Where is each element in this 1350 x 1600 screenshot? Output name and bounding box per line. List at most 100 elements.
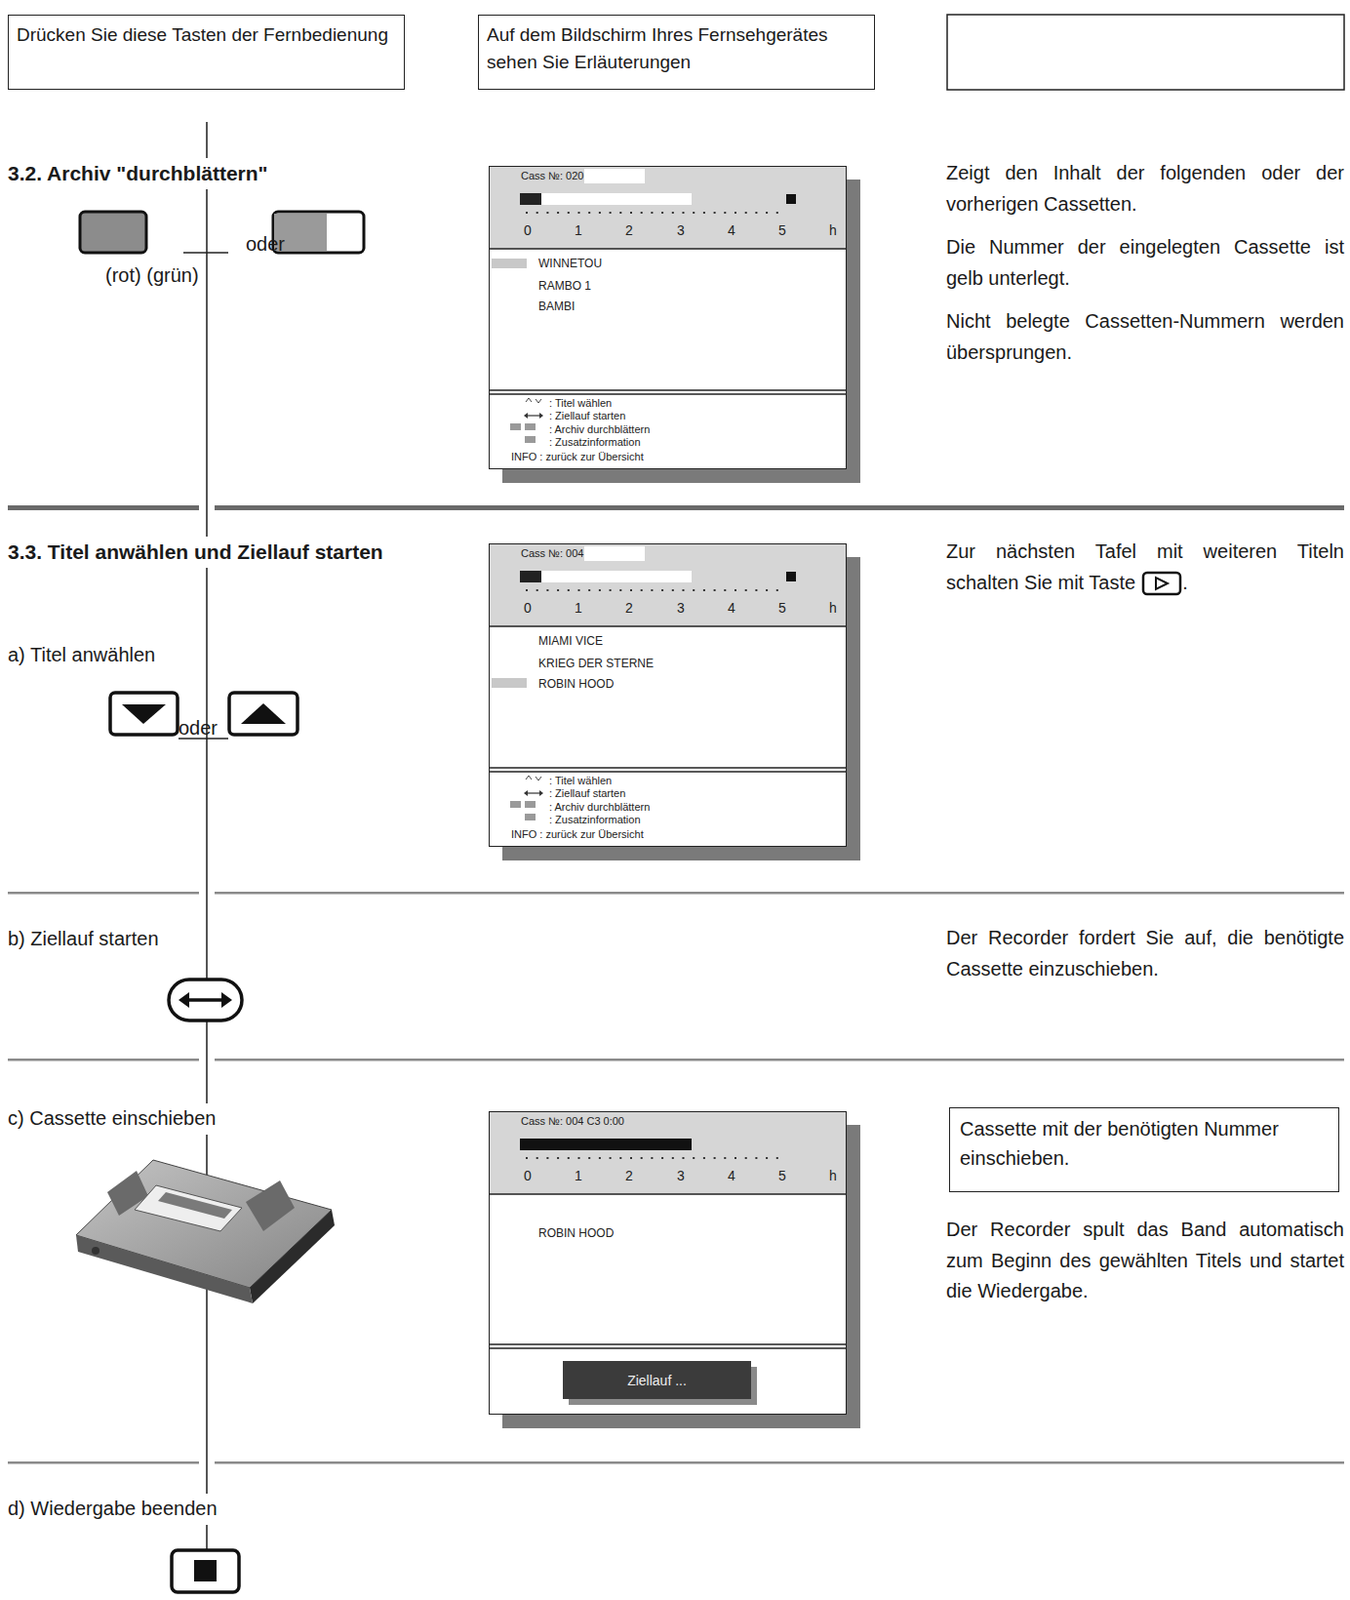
title-entry: ROBIN HOOD bbox=[538, 676, 614, 691]
help-line: INFO : zurück zur Übersicht bbox=[511, 828, 644, 841]
box-text: Auf dem Bildschirm Ihres Fernsehgerätes … bbox=[486, 21, 867, 77]
graphic-part bbox=[273, 211, 364, 253]
graphic-part bbox=[519, 570, 692, 583]
empty-header-box bbox=[947, 14, 1345, 90]
step-heading: c) Cassette einschieben bbox=[7, 1103, 222, 1135]
graphic-part bbox=[519, 193, 692, 205]
graphic-part bbox=[178, 992, 190, 1008]
help-line: : Zusatzinformation bbox=[549, 436, 641, 449]
graphic-part bbox=[183, 997, 228, 1002]
axis-tick: 2 bbox=[625, 222, 634, 239]
help-line: : Archiv durchblättern bbox=[549, 423, 650, 437]
graphic-part bbox=[488, 766, 847, 769]
step-heading: b) Ziellauf starten bbox=[7, 923, 165, 955]
header-box: Drücken Sie diese Tasten der Fernbedienu… bbox=[7, 14, 405, 90]
axis-tick: 5 bbox=[778, 222, 787, 239]
graphic-part bbox=[523, 412, 528, 419]
graphic-part bbox=[76, 1234, 253, 1304]
graphic-part bbox=[524, 813, 536, 821]
help-line: : Titel wählen bbox=[549, 774, 612, 788]
graphic-part bbox=[229, 692, 298, 735]
title-entry: RAMBO 1 bbox=[538, 278, 592, 293]
graphic-part bbox=[524, 423, 536, 431]
instruction-text: Zur nächsten Tafel mit weiteren Titeln s… bbox=[946, 536, 1345, 598]
axis-tick: h bbox=[829, 1167, 837, 1184]
title-entry: BAMBI bbox=[538, 299, 575, 314]
axis-tick: 1 bbox=[574, 222, 583, 239]
graphic-part bbox=[786, 194, 796, 204]
graphic-part bbox=[245, 1180, 295, 1231]
graphic-part bbox=[525, 414, 542, 416]
help-line: : Titel wählen bbox=[549, 397, 612, 410]
step-heading: d) Wiedergabe beenden bbox=[7, 1493, 224, 1525]
graphic-part bbox=[535, 776, 542, 781]
graphic-part bbox=[525, 1156, 782, 1159]
graphic-part bbox=[535, 398, 542, 403]
graphic-part bbox=[91, 1246, 100, 1255]
tv-screen: Cass №: 004012345hMIAMI VICEKRIEG DER ST… bbox=[488, 543, 847, 847]
section-heading: 3.3. Titel anwählen und Ziellauf starten bbox=[7, 536, 414, 568]
tv-screen: Cass №: 020012345hWINNETOURAMBO 1BAMBI: … bbox=[488, 165, 847, 470]
explanation-text: Der Recorder fordert Sie auf, die benöti… bbox=[946, 922, 1345, 985]
axis-tick: 1 bbox=[574, 1167, 583, 1184]
graphic-part bbox=[488, 1111, 847, 1194]
graphic-part bbox=[214, 505, 1345, 511]
graphic-part bbox=[488, 1343, 847, 1346]
cassette-number: Cass №: 020 bbox=[520, 169, 584, 183]
graphic-part bbox=[510, 800, 521, 808]
title-entry: KRIEG DER STERNE bbox=[538, 656, 654, 671]
graphic-part bbox=[524, 436, 536, 443]
axis-tick: 1 bbox=[574, 599, 583, 616]
connector-word: oder bbox=[245, 229, 285, 261]
box-text: Drücken Sie diese Tasten der Fernbedienu… bbox=[16, 21, 397, 49]
graphic-part bbox=[488, 165, 847, 249]
punctuation: . bbox=[1182, 571, 1189, 594]
graphic-part bbox=[488, 770, 847, 773]
header-box: Auf dem Bildschirm Ihres Fernsehgerätes … bbox=[477, 14, 875, 90]
help-line: : Ziellauf starten bbox=[549, 409, 626, 423]
graphic-part bbox=[7, 891, 199, 895]
axis-tick: 5 bbox=[778, 1167, 787, 1184]
section-heading: 3.2. Archiv "durchblättern" bbox=[7, 158, 275, 190]
goto-key bbox=[168, 979, 242, 1021]
graphic-part bbox=[76, 1159, 332, 1288]
axis-tick: h bbox=[829, 599, 837, 616]
graphic-part bbox=[194, 1559, 217, 1582]
graphic-part bbox=[214, 1058, 1345, 1062]
graphic-part bbox=[523, 790, 528, 796]
axis-tick: 0 bbox=[523, 599, 532, 616]
graphic-part bbox=[121, 704, 166, 724]
explanation-text: Nicht belegte Cassetten-Nummern werden ü… bbox=[946, 306, 1345, 368]
tv-screen: Cass №: 004 C3 0:00012345hROBIN HOODZiel… bbox=[488, 1111, 847, 1415]
graphic-part bbox=[488, 389, 847, 392]
graphic-part bbox=[488, 247, 847, 250]
graphic-part bbox=[584, 546, 645, 561]
graphic-part bbox=[539, 790, 544, 796]
graphic-part bbox=[525, 397, 532, 402]
help-line: INFO : zurück zur Übersicht bbox=[511, 450, 644, 464]
graphic-part bbox=[525, 775, 532, 780]
axis-tick: 5 bbox=[778, 599, 787, 616]
red-green-keys bbox=[79, 211, 364, 253]
explanation-text: Der Recorder spult das Band automatisch … bbox=[946, 1214, 1345, 1308]
title-entry: ROBIN HOOD bbox=[538, 1226, 614, 1240]
box-text: Cassette mit der benötigten Nummer einsc… bbox=[959, 1113, 1329, 1173]
graphic-part bbox=[7, 1461, 199, 1465]
graphic-part bbox=[7, 505, 199, 511]
play-key bbox=[1141, 570, 1183, 596]
help-line: : Archiv durchblättern bbox=[549, 800, 650, 814]
graphic-part bbox=[7, 1058, 199, 1062]
graphic-part bbox=[168, 979, 242, 1021]
graphic-part bbox=[519, 1138, 692, 1151]
graphic-part bbox=[539, 412, 544, 419]
graphic-part bbox=[110, 692, 178, 735]
graphic-part bbox=[510, 423, 521, 431]
screen-graphics bbox=[488, 543, 861, 861]
graphic-part bbox=[488, 393, 847, 396]
connector-word: oder bbox=[178, 713, 218, 745]
graphic-part bbox=[488, 1111, 847, 1415]
cassette-number: Cass №: 004 bbox=[520, 547, 584, 560]
graphic-part bbox=[240, 703, 286, 724]
graphic-part bbox=[488, 543, 847, 847]
explanation-text: Die Nummer der eingelegten Cassette ist … bbox=[946, 232, 1345, 294]
